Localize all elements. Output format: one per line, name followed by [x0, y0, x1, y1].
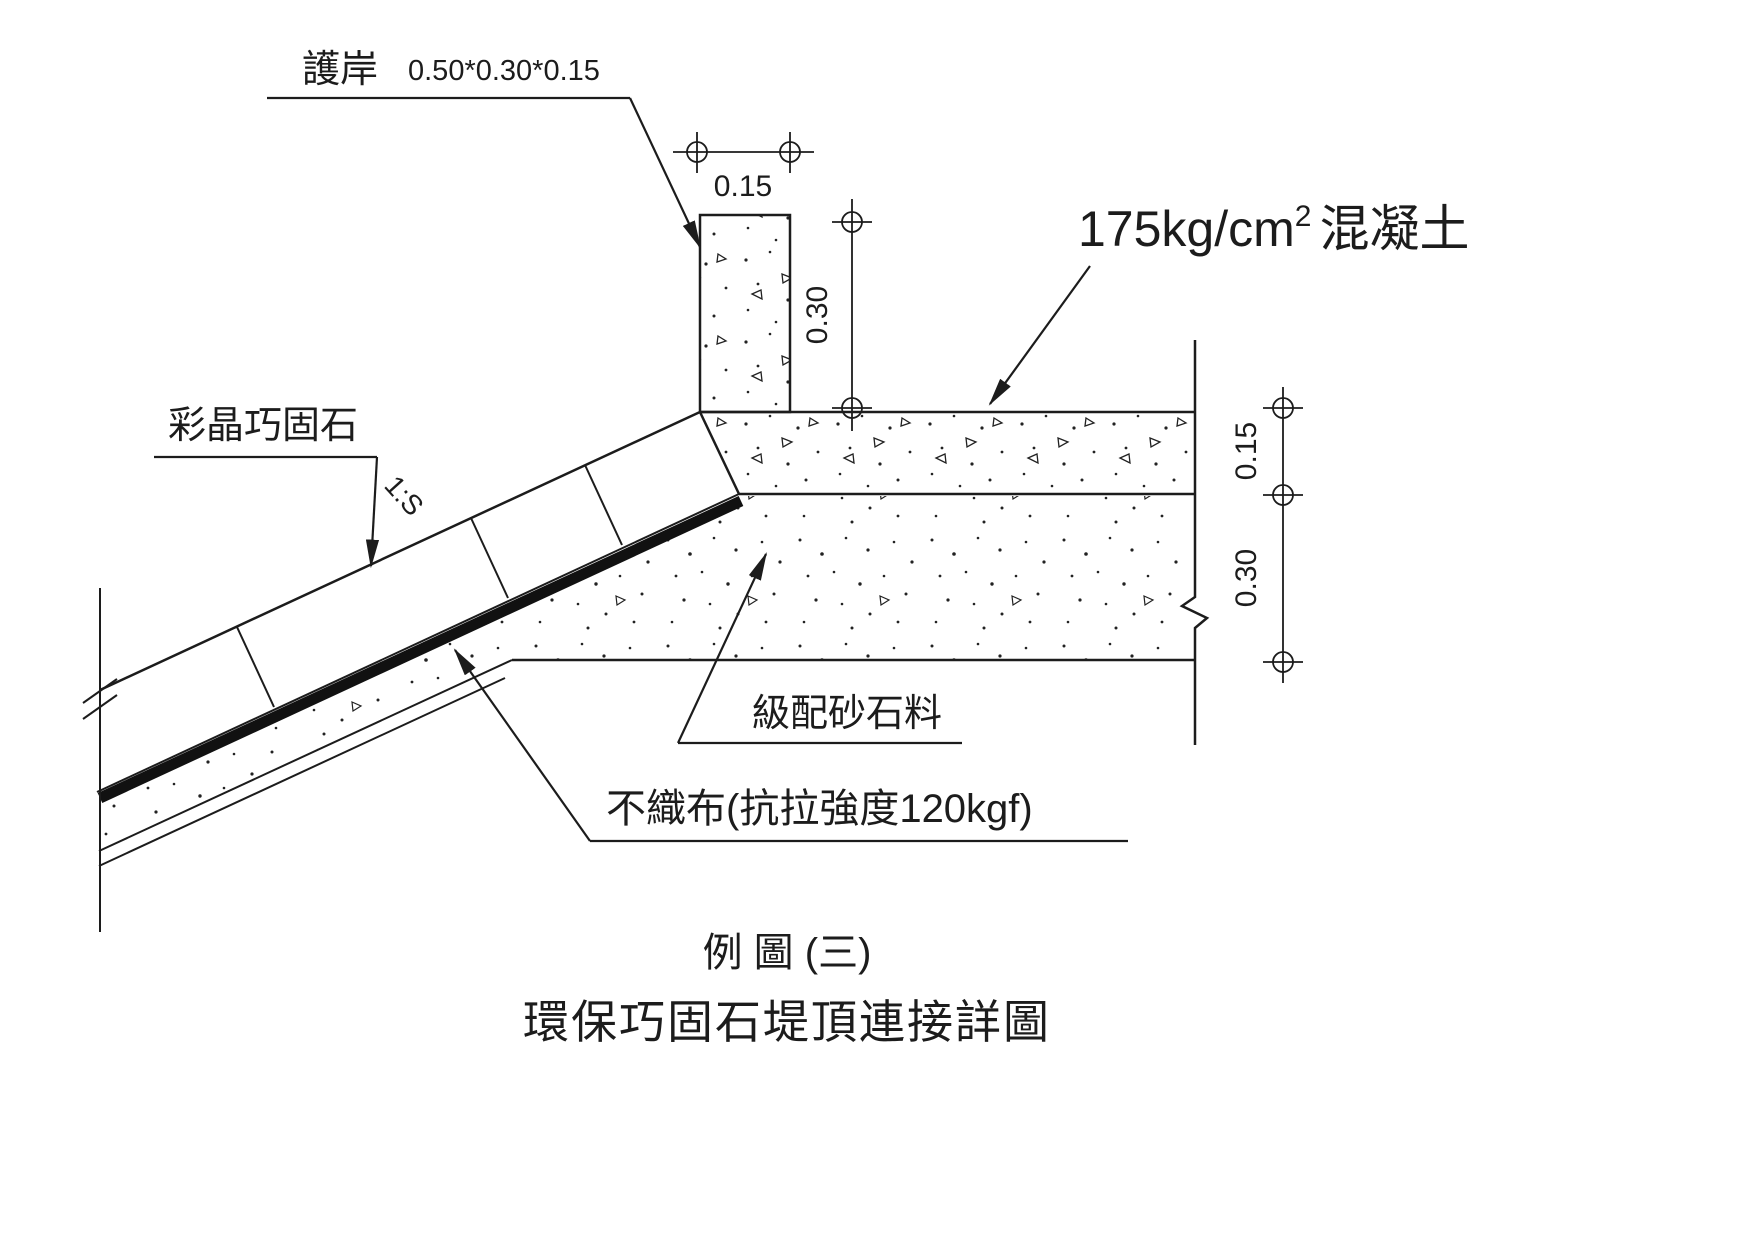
leader-line	[988, 265, 1091, 406]
block-band-end-cut	[698, 411, 741, 495]
dimension-marker	[686, 141, 708, 163]
leader-line	[629, 97, 701, 249]
label-nonwoven-fabric: 不織布(抗拉強度120kgf)	[606, 787, 1033, 831]
label-revetment-size: 0.50*0.30*0.15	[408, 55, 600, 87]
dimension-marker	[1272, 397, 1294, 419]
label-concrete-suffix: 混凝土	[1319, 201, 1469, 257]
gravel-base	[98, 496, 1195, 867]
dimension-text-cap-width: 0.15	[714, 170, 772, 203]
block-band-top-line	[99, 410, 701, 692]
break-tick-2	[82, 694, 118, 720]
leader-line	[365, 456, 380, 569]
dimension-right-stack: 0.15 0.30	[1230, 387, 1303, 683]
revetment-block	[698, 213, 792, 414]
label-slope-ratio: 1:S	[378, 470, 429, 522]
revetment-rect	[698, 213, 792, 414]
dimension-cap-width: 0.15	[673, 132, 814, 203]
gravel-slope-lower-line-2	[98, 677, 506, 867]
nonwoven-fabric-line	[97, 496, 744, 803]
dimension-text-cap-height: 0.30	[801, 286, 834, 344]
callout-interlocking-stone: 彩晶巧固石	[154, 405, 380, 569]
dimension-text-slab: 0.15	[1230, 422, 1263, 480]
slab-region	[700, 413, 1195, 493]
callout-revetment: 護岸 0.50*0.30*0.15	[267, 49, 701, 249]
callout-nonwoven-fabric: 不織布(抗拉強度120kgf)	[453, 648, 1128, 843]
block-band-bottom-line	[96, 493, 740, 793]
dimension-marker	[1272, 484, 1294, 506]
concrete-slab	[700, 410, 1195, 496]
dimension-marker	[841, 397, 863, 419]
dimension-marker	[1272, 651, 1294, 673]
gravel-region	[99, 496, 1195, 851]
leader-line	[677, 552, 767, 744]
interlocking-block-band	[96, 410, 741, 793]
dimension-text-base: 0.30	[1230, 549, 1263, 607]
figure-label: 例 圖 (三)	[703, 931, 872, 975]
leader-line	[453, 648, 591, 842]
dimension-cap-height: 0.30	[801, 199, 872, 431]
label-graded-gravel: 級配砂石料	[752, 693, 942, 735]
dimension-marker	[841, 211, 863, 233]
break-tick-1	[82, 678, 118, 704]
label-concrete-prefix: 175kg/cm	[1078, 201, 1295, 257]
gravel-slope-lower-line	[98, 659, 513, 852]
callout-graded-gravel: 級配砂石料	[677, 552, 962, 745]
block-divider-3	[236, 626, 275, 708]
label-revetment: 護岸	[302, 49, 378, 91]
block-band-region	[97, 412, 739, 792]
left-break-boundary	[82, 588, 118, 932]
block-divider-2	[470, 517, 509, 599]
label-interlocking-stone: 彩晶巧固石	[168, 405, 358, 447]
dimension-marker	[779, 141, 801, 163]
block-divider-1	[584, 464, 623, 546]
right-wall-line	[1179, 340, 1210, 745]
drawing-title: 環保巧固石堤頂連接詳圖	[523, 996, 1051, 1048]
label-concrete-sup: 2	[1295, 200, 1312, 233]
